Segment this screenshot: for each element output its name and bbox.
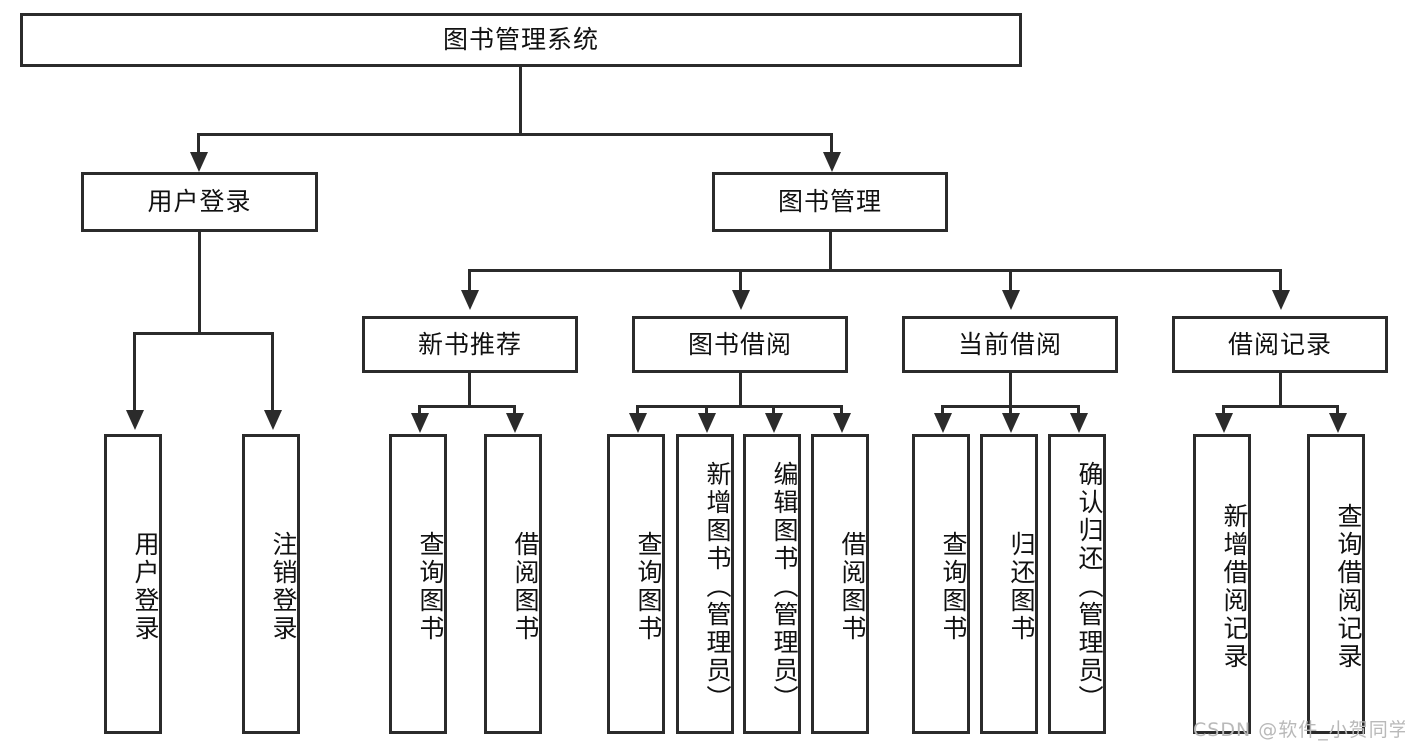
edge-book-manage-to-l3-3	[1009, 269, 1012, 293]
arrow-user-login-to-leaf-2	[264, 410, 282, 430]
leaf-logout-login[interactable]: 注销登录	[242, 434, 300, 734]
leaf-add-book[interactable]: 新增图书（管理员）	[676, 434, 734, 734]
edge-new-book-recommend-stem	[468, 373, 471, 408]
node-current-borrow[interactable]: 当前借阅	[902, 316, 1118, 373]
edge-book-borrow-to-leaf-1	[636, 405, 639, 417]
arrow-new-book-recommend-to-leaf-1	[411, 413, 429, 433]
arrow-root-to-user-login	[190, 152, 208, 172]
edge-book-borrow-to-leaf-3	[772, 405, 775, 417]
edge-current-borrow-to-leaf-1	[941, 405, 944, 417]
arrow-book-manage-to-l3-1	[461, 290, 479, 310]
edge-current-borrow-to-leaf-2	[1009, 405, 1012, 417]
arrow-book-manage-to-l3-2	[732, 290, 750, 310]
leaf-query-record[interactable]: 查询借阅记录	[1307, 434, 1365, 734]
edge-root-bus	[197, 133, 833, 136]
edge-user-login-to-leaf-1	[133, 332, 136, 414]
edge-new-book-recommend-to-leaf-2	[513, 405, 516, 417]
leaf-confirm-return[interactable]: 确认归还（管理员）	[1048, 434, 1106, 734]
edge-root-stem	[519, 67, 522, 135]
edge-borrow-record-stem	[1279, 373, 1282, 408]
leaf-query-book-1[interactable]: 查询图书	[389, 434, 447, 734]
arrow-root-to-book-manage	[823, 152, 841, 172]
edge-root-to-user-login	[197, 133, 200, 157]
edge-borrow-record-to-leaf-1	[1222, 405, 1225, 417]
edge-user-login-bus	[133, 332, 273, 335]
edge-book-manage-bus	[468, 269, 1279, 272]
edge-root-to-book-manage	[830, 133, 833, 157]
csdn-watermark: CSDN @软件_小贺同学	[1193, 719, 1405, 741]
arrow-current-borrow-to-leaf-3	[1070, 413, 1088, 433]
edge-user-login-stem	[198, 232, 201, 335]
edge-book-borrow-stem	[739, 373, 742, 408]
arrow-current-borrow-to-leaf-1	[934, 413, 952, 433]
edge-book-manage-to-l3-2	[739, 269, 742, 293]
arrow-borrow-record-to-leaf-2	[1329, 413, 1347, 433]
arrow-book-borrow-to-leaf-4	[833, 413, 851, 433]
leaf-query-book-2[interactable]: 查询图书	[607, 434, 665, 734]
arrow-borrow-record-to-leaf-1	[1215, 413, 1233, 433]
node-book-borrow[interactable]: 图书借阅	[632, 316, 848, 373]
edge-borrow-record-to-leaf-2	[1336, 405, 1339, 417]
arrow-book-borrow-to-leaf-1	[629, 413, 647, 433]
node-book-manage[interactable]: 图书管理	[712, 172, 948, 232]
arrow-book-manage-to-l3-3	[1002, 290, 1020, 310]
edge-book-manage-to-l3-4	[1279, 269, 1282, 293]
arrow-user-login-to-leaf-1	[126, 410, 144, 430]
edge-current-borrow-stem	[1009, 373, 1012, 408]
node-root-book-management-system[interactable]: 图书管理系统	[20, 13, 1022, 67]
leaf-borrow-book-2[interactable]: 借阅图书	[811, 434, 869, 734]
leaf-return-book[interactable]: 归还图书	[980, 434, 1038, 734]
edge-book-borrow-to-leaf-4	[840, 405, 843, 417]
leaf-borrow-book-1[interactable]: 借阅图书	[484, 434, 542, 734]
leaf-user-login[interactable]: 用户登录	[104, 434, 162, 734]
edge-book-manage-stem	[829, 232, 832, 272]
arrow-book-borrow-to-leaf-3	[765, 413, 783, 433]
arrow-new-book-recommend-to-leaf-2	[506, 413, 524, 433]
edge-user-login-to-leaf-2	[271, 332, 274, 414]
arrow-book-borrow-to-leaf-2	[698, 413, 716, 433]
leaf-edit-book[interactable]: 编辑图书（管理员）	[743, 434, 801, 734]
edge-borrow-record-bus	[1222, 405, 1338, 408]
edge-new-book-recommend-bus	[418, 405, 515, 408]
node-new-book-recommend[interactable]: 新书推荐	[362, 316, 578, 373]
leaf-add-record[interactable]: 新增借阅记录	[1193, 434, 1251, 734]
edge-book-borrow-bus	[636, 405, 842, 408]
edge-book-manage-to-l3-1	[468, 269, 471, 293]
edge-book-borrow-to-leaf-2	[705, 405, 708, 417]
edge-current-borrow-to-leaf-3	[1077, 405, 1080, 417]
arrow-book-manage-to-l3-4	[1272, 290, 1290, 310]
node-borrow-record[interactable]: 借阅记录	[1172, 316, 1388, 373]
arrow-current-borrow-to-leaf-2	[1002, 413, 1020, 433]
leaf-query-book-3[interactable]: 查询图书	[912, 434, 970, 734]
edge-new-book-recommend-to-leaf-1	[418, 405, 421, 417]
node-user-login[interactable]: 用户登录	[81, 172, 318, 232]
